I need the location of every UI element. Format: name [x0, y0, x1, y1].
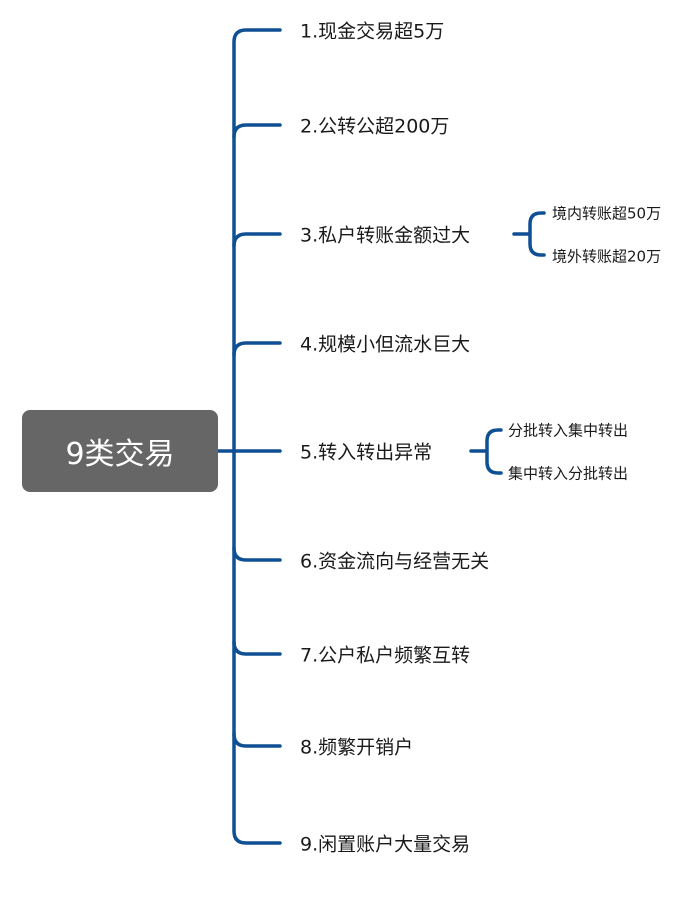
sub-bracket-5 — [469, 428, 503, 475]
topic-9[interactable]: 9.闲置账户大量交易 — [300, 833, 471, 856]
branch-6 — [232, 546, 282, 562]
topic-8[interactable]: 8.频繁开销户 — [300, 736, 414, 759]
root-node[interactable]: 9类交易 — [22, 410, 218, 492]
subtopic-5-2[interactable]: 集中转入分批转出 — [508, 464, 629, 483]
topic-3[interactable]: 3.私户转账金额过大 — [300, 224, 471, 247]
topic-5[interactable]: 5.转入转出异常 — [300, 441, 433, 464]
branch-8 — [232, 732, 282, 748]
root-label: 9类交易 — [65, 437, 175, 472]
subtopic-3-1[interactable]: 境内转账超50万 — [552, 204, 662, 223]
topic-2[interactable]: 2.公转公超200万 — [300, 115, 450, 138]
branch-7 — [232, 640, 282, 656]
branch-4 — [232, 341, 282, 357]
branch-2 — [232, 123, 282, 139]
branch-3 — [232, 232, 282, 248]
subtopic-5-1[interactable]: 分批转入集中转出 — [508, 421, 629, 440]
subtopic-3-2[interactable]: 境外转账超20万 — [552, 247, 662, 266]
sub-bracket-3 — [512, 211, 546, 257]
topic-4[interactable]: 4.规模小但流水巨大 — [300, 333, 471, 356]
topic-7[interactable]: 7.公户私户频繁互转 — [300, 644, 471, 667]
trunk-line — [232, 28, 282, 845]
topic-1[interactable]: 1.现金交易超5万 — [300, 20, 445, 43]
topic-6[interactable]: 6.资金流向与经营无关 — [300, 550, 490, 573]
